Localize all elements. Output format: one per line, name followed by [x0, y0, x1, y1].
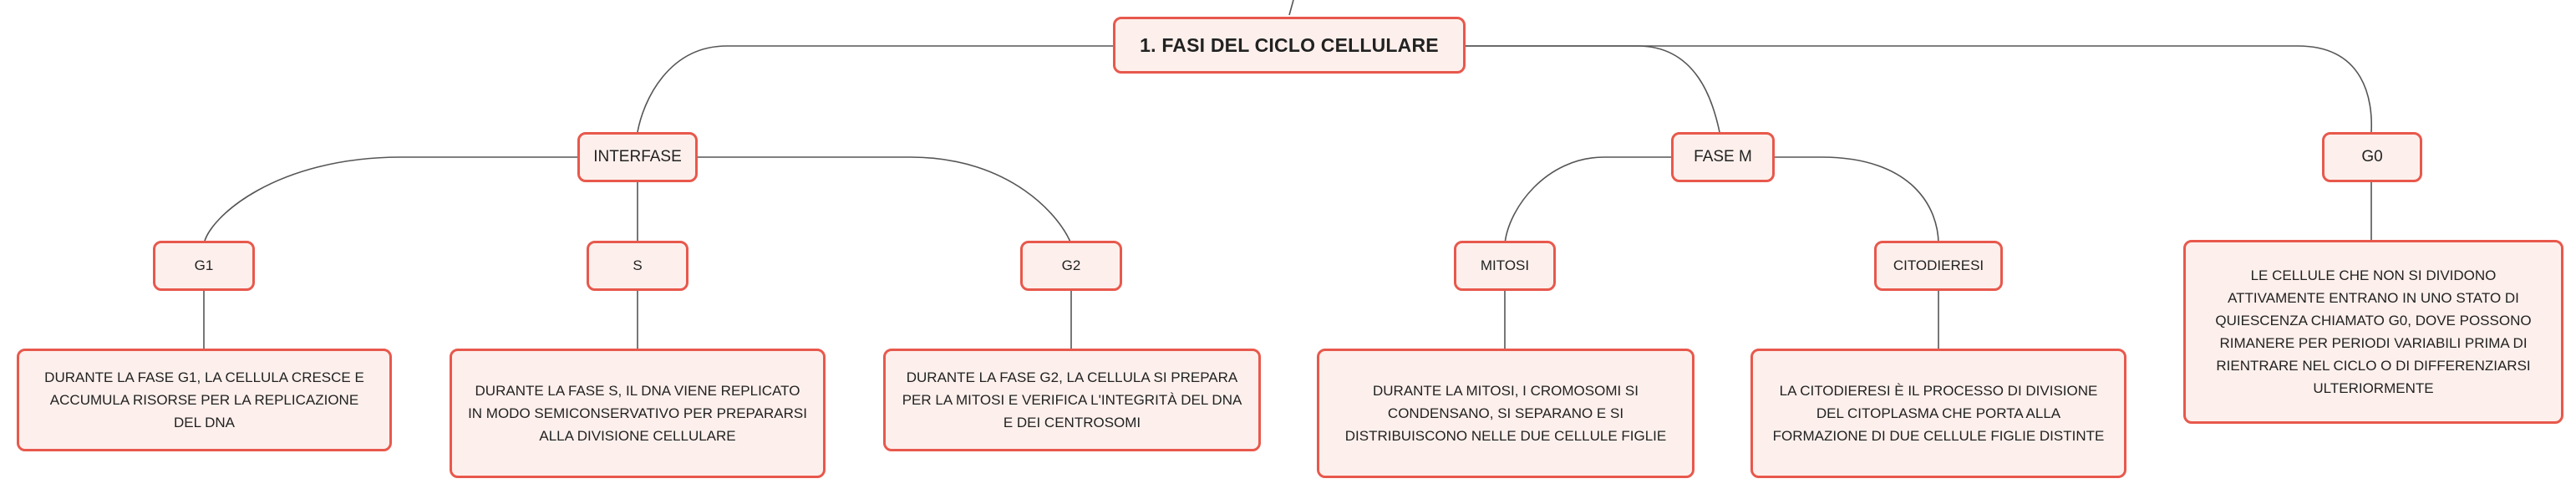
connector-parent-root [1288, 0, 1294, 16]
mitosi-node[interactable]: MITOSI [1454, 241, 1556, 291]
s-node[interactable]: S [587, 241, 688, 291]
connector-root-interfase [637, 45, 1116, 133]
mitosi-description[interactable]: DURANTE LA MITOSI, I CROMOSOMI SI CONDEN… [1317, 349, 1694, 478]
connector-interfase-g1 [203, 156, 580, 245]
g0-node[interactable]: G0 [2322, 132, 2422, 182]
connector-fasem-mitosi [1504, 156, 1674, 245]
interfase-node[interactable]: INTERFASE [577, 132, 698, 182]
g1-description[interactable]: DURANTE LA FASE G1, LA CELLULA CRESCE E … [17, 349, 392, 451]
g1-node[interactable]: G1 [153, 241, 255, 291]
citodieresi-description[interactable]: LA CITODIERESI È IL PROCESSO DI DIVISION… [1750, 349, 2126, 478]
connector-fasem-citodieresi [1772, 156, 1939, 245]
citodieresi-node[interactable]: CITODIERESI [1874, 241, 2003, 291]
connector-root-fasem [1466, 45, 1720, 133]
connector-root-g0 [1466, 45, 2373, 133]
g2-node[interactable]: G2 [1020, 241, 1122, 291]
connector-interfase-g2 [695, 156, 1072, 245]
g0-description[interactable]: LE CELLULE CHE NON SI DIVIDONO ATTIVAMEN… [2183, 240, 2563, 424]
fase-m-node[interactable]: FASE M [1671, 132, 1775, 182]
root-node[interactable]: 1. FASI DEL CICLO CELLULARE [1113, 17, 1466, 74]
g2-description[interactable]: DURANTE LA FASE G2, LA CELLULA SI PREPAR… [883, 349, 1261, 451]
s-description[interactable]: DURANTE LA FASE S, IL DNA VIENE REPLICAT… [450, 349, 826, 478]
